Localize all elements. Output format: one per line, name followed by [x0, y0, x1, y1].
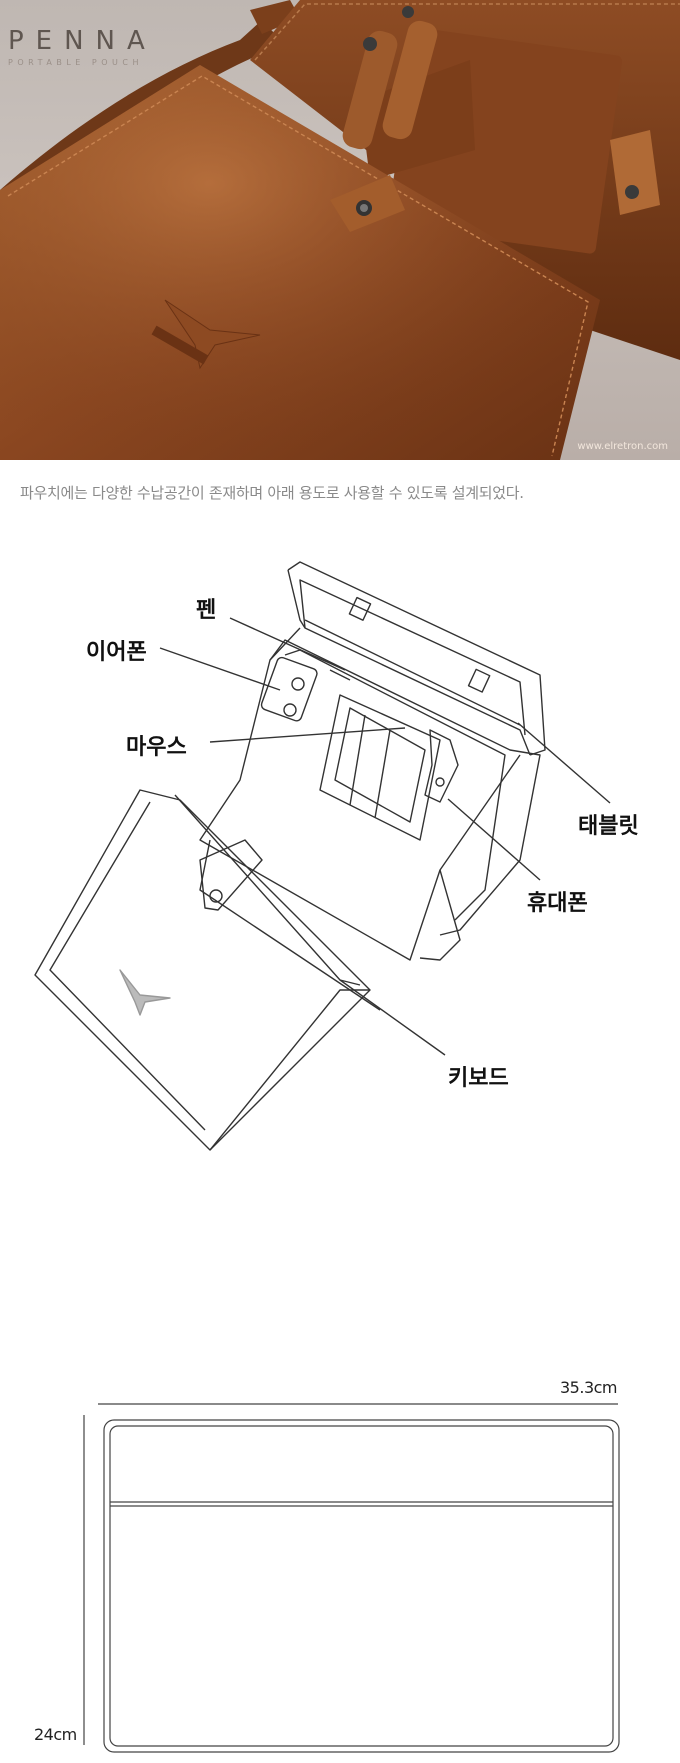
label-phone: 휴대폰	[527, 891, 588, 916]
leather-pouch-illustration	[0, 0, 680, 460]
label-mouse: 마우스	[126, 735, 187, 760]
brand-name: PENNA	[8, 26, 157, 56]
brand-subtitle: PORTABLE POUCH	[8, 58, 143, 67]
pouch-outline	[83, 1403, 620, 1753]
storage-diagram: 펜 이어폰 마우스 태블릿 휴대폰 키보드	[0, 540, 680, 1300]
pouch-line-drawing	[34, 561, 611, 1151]
label-pen: 펜	[196, 598, 217, 623]
height-dimension: 24cm	[34, 1725, 77, 1744]
width-dimension: 35.3cm	[560, 1378, 618, 1397]
watermark-url: www.elretron.com	[577, 441, 668, 452]
label-earphone: 이어폰	[86, 640, 147, 665]
description-caption: 파우치에는 다양한 수납공간이 존재하며 아래 용도로 사용할 수 있도록 설계…	[20, 484, 524, 502]
dimension-drawing: 35.3cm 24cm	[0, 1370, 680, 1759]
label-tablet: 태블릿	[578, 814, 639, 839]
label-keyboard: 키보드	[448, 1066, 509, 1091]
product-photo: PENNA PORTABLE POUCH www.elretron.com	[0, 0, 680, 460]
brand-logo: PENNA PORTABLE POUCH	[8, 26, 157, 67]
